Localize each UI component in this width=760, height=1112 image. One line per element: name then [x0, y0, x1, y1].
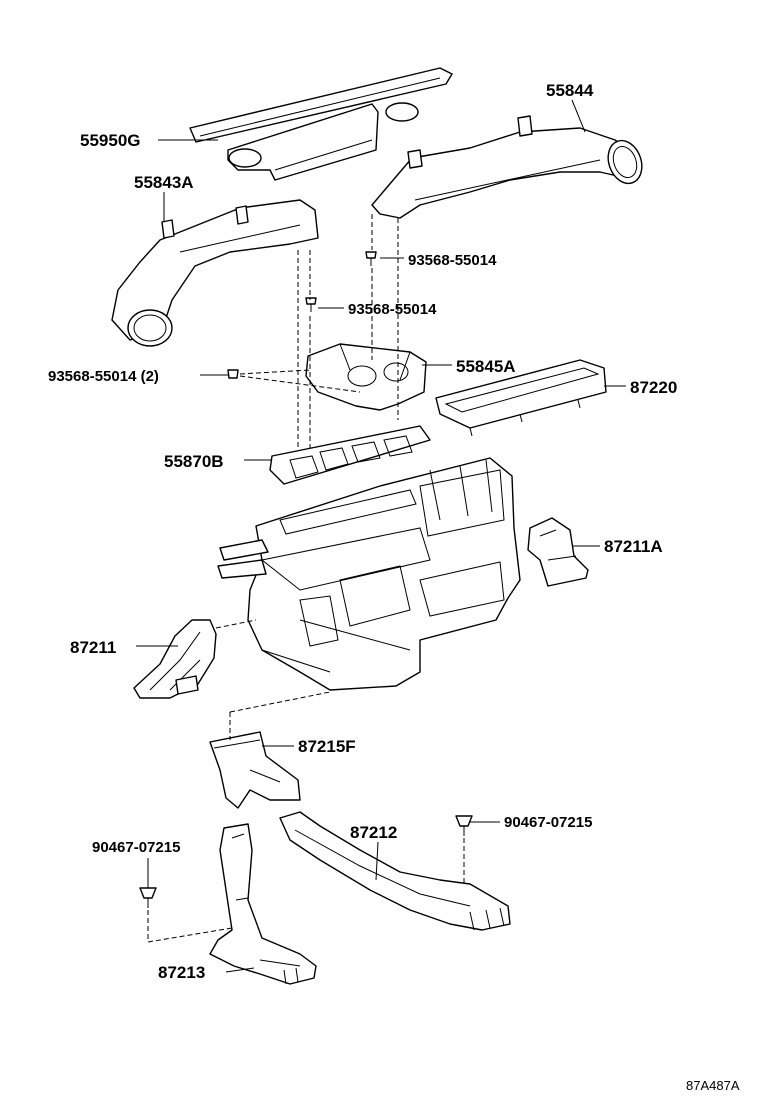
screw-93568-middle — [305, 297, 317, 312]
clip-90467-right — [455, 815, 473, 836]
part-55845a-center-duct — [305, 343, 427, 411]
label-87212: 87212 — [350, 823, 397, 842]
screw-93568-upper — [365, 251, 377, 266]
label-93568-55014-left: 93568-55014 (2) — [48, 368, 159, 385]
part-87220-frame — [435, 359, 607, 437]
label-55844: 55844 — [546, 81, 594, 100]
part-heater-unit — [217, 457, 521, 691]
label-87211: 87211 — [70, 638, 116, 657]
label-90467-07215-left: 90467-07215 — [92, 839, 180, 856]
part-55870b-register — [269, 425, 431, 485]
label-87215f: 87215F — [298, 737, 356, 756]
label-87213: 87213 — [158, 963, 205, 982]
part-87211-duct — [133, 619, 217, 699]
label-90467-07215-right: 90467-07215 — [504, 814, 592, 831]
screw-93568-left — [227, 369, 239, 379]
label-93568-55014-middle: 93568-55014 — [348, 301, 437, 318]
label-55870b: 55870B — [164, 452, 224, 471]
part-87211a-duct — [527, 517, 589, 587]
part-87215f-duct — [209, 731, 301, 809]
leader-lines — [136, 99, 626, 973]
label-55845a: 55845A — [456, 357, 516, 376]
label-87211a: 87211A — [604, 537, 663, 556]
diagram-code: 87A487A — [686, 1078, 740, 1093]
label-55950g: 55950G — [80, 131, 141, 150]
assembly-lines — [147, 214, 465, 943]
part-87213-duct — [209, 823, 317, 985]
clip-90467-left — [139, 887, 157, 908]
label-93568-55014-upper: 93568-55014 — [408, 252, 497, 269]
label-87220: 87220 — [630, 378, 677, 397]
part-55843a-duct — [111, 199, 319, 347]
part-87212-duct — [279, 811, 511, 931]
part-55950g-defroster-nozzle — [189, 67, 453, 181]
label-55843a: 55843A — [134, 173, 194, 192]
part-55844-duct — [371, 115, 643, 219]
